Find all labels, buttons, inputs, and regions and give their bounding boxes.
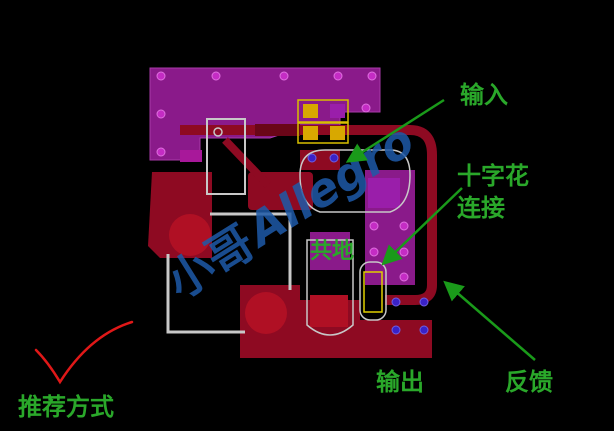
input-pad-4 bbox=[330, 126, 345, 140]
input-pad-1 bbox=[303, 104, 318, 118]
label-feedback: 反馈 bbox=[505, 368, 553, 396]
component-outline-top bbox=[206, 118, 246, 195]
component-pin1-marker bbox=[213, 127, 223, 137]
large-pad-bottom bbox=[245, 292, 287, 334]
large-pad-left bbox=[169, 214, 211, 256]
component-outline-large bbox=[166, 212, 292, 334]
square-pad-3 bbox=[368, 178, 400, 208]
purple-copper-mid bbox=[310, 232, 350, 270]
input-pad-outline-1 bbox=[297, 99, 349, 123]
arrow-cross-connect bbox=[381, 187, 463, 266]
square-pad-2 bbox=[180, 150, 202, 162]
input-pad-3 bbox=[303, 126, 318, 140]
label-recommended: 推荐方式 bbox=[18, 393, 114, 421]
square-pad-1 bbox=[310, 295, 348, 327]
label-common-ground: 共地 bbox=[310, 239, 354, 264]
label-output: 输出 bbox=[376, 368, 424, 396]
red-trace-diagonal bbox=[222, 137, 271, 188]
arrow-feedback bbox=[443, 280, 536, 361]
input-pad-2 bbox=[330, 104, 345, 118]
check-mark-icon bbox=[34, 320, 134, 385]
label-cross-connect-1: 十字花 bbox=[457, 162, 529, 190]
blue-vias bbox=[307, 153, 429, 335]
magenta-vias bbox=[156, 71, 409, 282]
label-cross-connect-2: 连接 bbox=[457, 194, 505, 222]
capacitor-outline bbox=[306, 239, 354, 336]
inductor-outline bbox=[299, 149, 411, 213]
input-pad-outline-2 bbox=[297, 122, 349, 144]
diode-inner bbox=[363, 271, 383, 313]
label-input: 输入 bbox=[460, 81, 508, 109]
diode-outline bbox=[359, 261, 387, 321]
arrow-input bbox=[345, 98, 445, 163]
